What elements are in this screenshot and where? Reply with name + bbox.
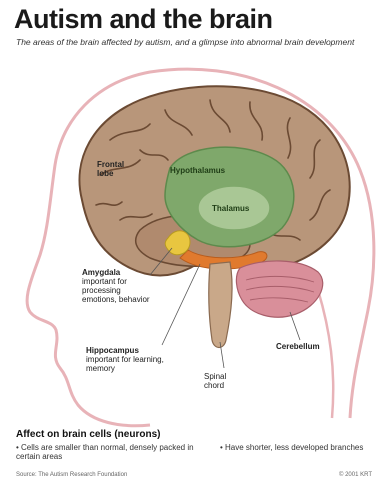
hippocampus-desc: important for learning, memory: [86, 355, 164, 373]
hippocampus-name: Hippocampus: [86, 346, 139, 355]
cerebellum-label: Cerebellum: [276, 342, 320, 351]
spinal-chord-label: Spinal chord: [204, 372, 244, 390]
spinal-cord-shape: [209, 262, 232, 348]
amygdala-callout: Amygdala important for processing emotio…: [82, 268, 156, 304]
thalamus-label: Thalamus: [212, 204, 249, 213]
hippocampus-callout: Hippocampus important for learning, memo…: [86, 346, 168, 373]
bullet-smaller-cells: • Cells are smaller than normal, densely…: [16, 443, 196, 461]
source-note: Source: The Autism Research Foundation: [16, 472, 127, 478]
bullet-short-branches: • Have shorter, less developed branches: [220, 443, 370, 452]
amygdala-name: Amygdala: [82, 268, 120, 277]
neck-outline: [318, 290, 333, 418]
amygdala-desc: important for processing emotions, behav…: [82, 277, 150, 304]
frontal-lobe-label: Frontal lobe: [97, 160, 137, 178]
hypothalamus-label: Hypothalamus: [170, 166, 225, 175]
credit-note: © 2001 KRT: [339, 472, 372, 478]
neuron-effects-heading: Affect on brain cells (neurons): [16, 429, 160, 440]
